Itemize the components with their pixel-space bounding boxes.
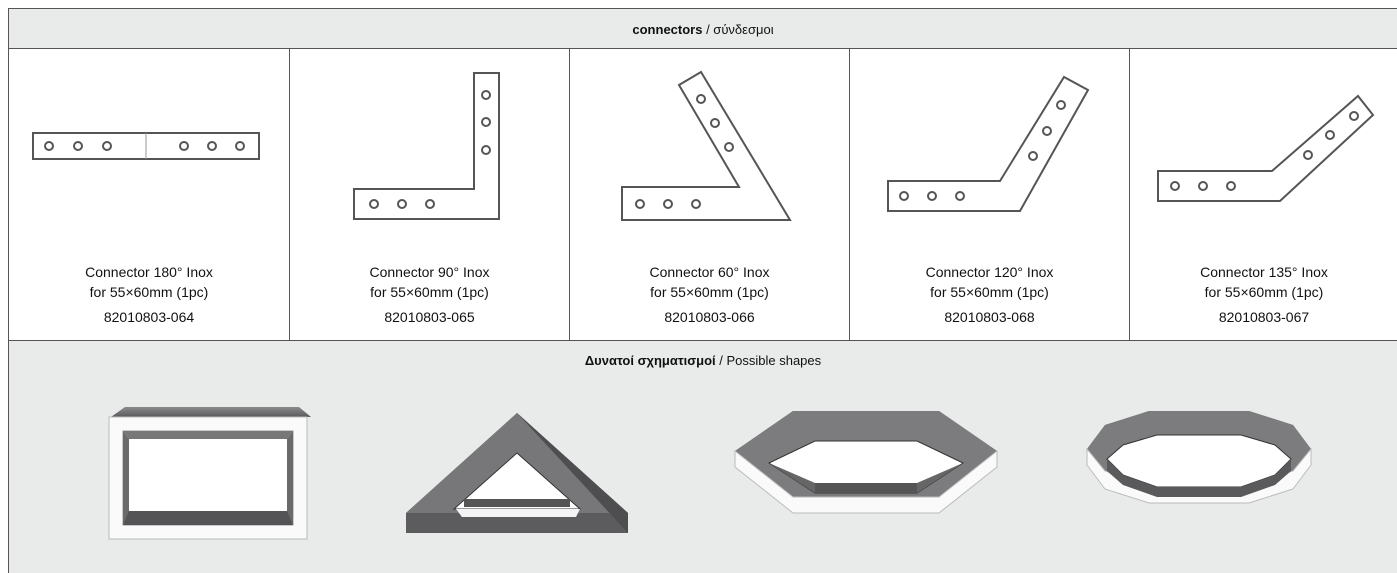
shapes-title-bold: Δυνατοί σχηματισμοί [584, 353, 716, 368]
octagon-shape [1086, 411, 1312, 504]
connector-cell-120: Connector 120° Inox for 55×60mm (1pc) 82… [850, 49, 1130, 340]
connector-cell-180: Connector 180° Inox for 55×60mm (1pc) 82… [9, 49, 290, 340]
connectors-row: Connector 180° Inox for 55×60mm (1pc) 82… [8, 49, 1397, 341]
connector-size: for 55×60mm (1pc) [1204, 284, 1324, 300]
connector-120-icon [887, 75, 1090, 212]
connector-180-icon [32, 132, 260, 160]
connector-name: Connector 60° Inox [649, 264, 770, 280]
connector-size: for 55×60mm (1pc) [89, 284, 209, 300]
connector-cell-90: Connector 90° Inox for 55×60mm (1pc) 820… [290, 49, 570, 340]
connector-code: 82010803-068 [944, 309, 1035, 325]
connector-size: for 55×60mm (1pc) [930, 284, 1049, 300]
connector-cell-135: Connector 135° Inox for 55×60mm (1pc) 82… [1130, 49, 1397, 340]
connector-name: Connector 90° Inox [369, 264, 490, 280]
connector-code: 82010803-067 [1218, 309, 1310, 325]
connector-name: Connector 120° Inox [925, 264, 1054, 280]
connector-name: Connector 180° Inox [85, 264, 213, 280]
header-title-bold: connectors [632, 22, 703, 37]
connector-135-icon [1157, 94, 1375, 202]
shapes-title: Δυνατοί σχηματισμοί / Possible shapes [9, 353, 1397, 368]
rectangle-shape [108, 407, 311, 540]
shapes-title-rest: / Possible shapes [715, 353, 822, 368]
connector-code: 82010803-064 [103, 309, 195, 325]
connector-cell-60: Connector 60° Inox for 55×60mm (1pc) 820… [570, 49, 850, 340]
connector-name: Connector 135° Inox [1200, 264, 1328, 280]
connector-code: 82010803-065 [384, 309, 475, 325]
connector-90-icon [353, 72, 500, 220]
connector-code: 82010803-066 [664, 309, 755, 325]
hexagon-shape [734, 411, 998, 514]
connector-size: for 55×60mm (1pc) [650, 284, 769, 300]
possible-shapes-section: Δυνατοί σχηματισμοί / Possible shapes [8, 341, 1397, 573]
connector-60-icon [621, 70, 792, 221]
connector-size: for 55×60mm (1pc) [370, 284, 489, 300]
connectors-header: connectors / σύνδεσμοι [8, 8, 1397, 49]
header-title-rest: / σύνδεσμοι [702, 22, 774, 37]
triangle-shape [406, 413, 628, 533]
